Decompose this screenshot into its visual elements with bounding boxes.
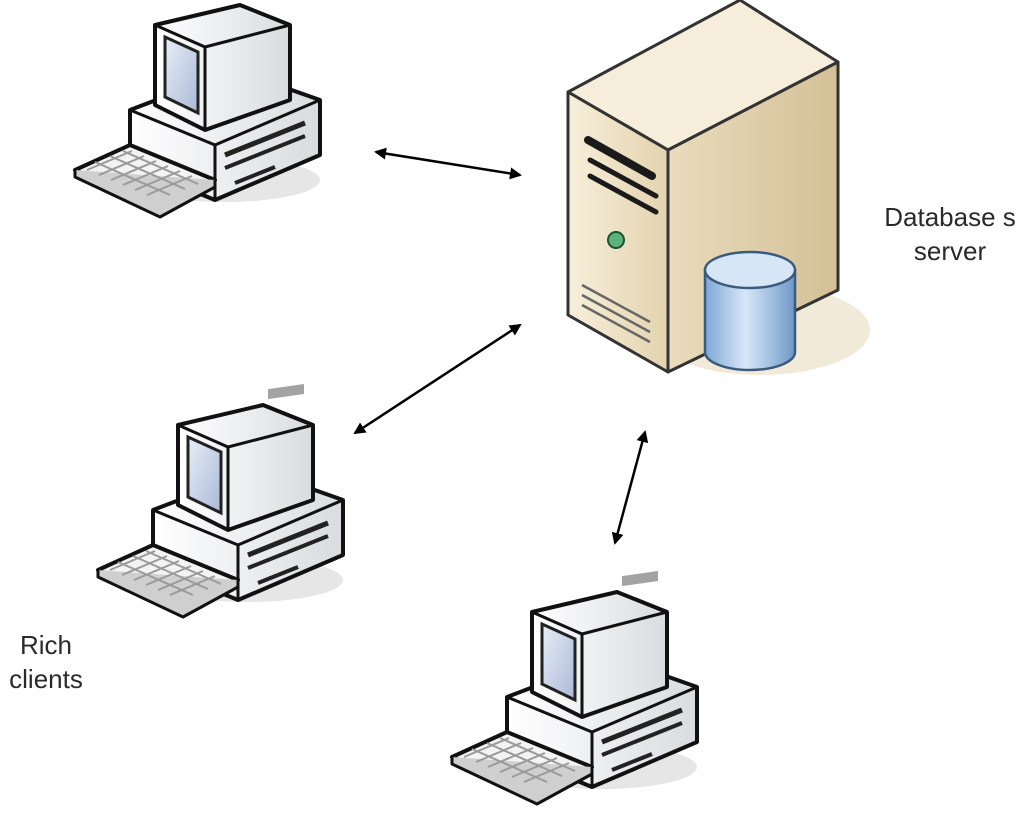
clients-label-line2: clients [9, 664, 83, 694]
server-drive-bays [584, 136, 659, 215]
connection-arrow-3 [611, 430, 649, 545]
server-power-led [607, 231, 625, 249]
server-label-line1: Database s [884, 202, 1016, 232]
server-label-line2: server [913, 236, 987, 266]
client-computer-icon-1 [75, 0, 320, 217]
client-computer-icon-2 [98, 384, 343, 617]
server-vents [581, 283, 651, 344]
connection-arrow-1 [374, 147, 522, 180]
connection-arrow-2 [353, 323, 522, 435]
client-computer-icon-3 [452, 571, 697, 804]
clients-label: Rich clients [0, 628, 92, 696]
database-server [566, 0, 870, 375]
clients-label-line1: Rich [19, 630, 72, 660]
server-label: Database s server [870, 200, 1024, 268]
database-cylinder-icon [703, 250, 797, 372]
